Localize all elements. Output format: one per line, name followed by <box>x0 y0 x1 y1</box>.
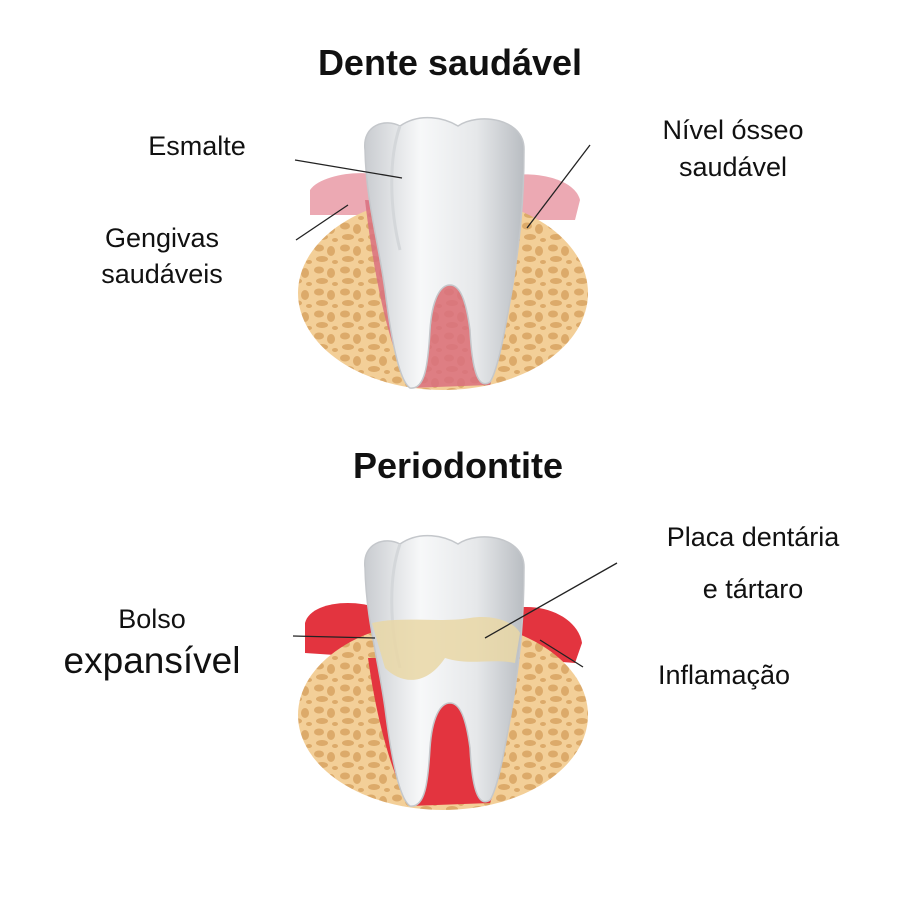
healthy-title: Dente saudável <box>317 42 583 83</box>
leader-lines <box>292 144 618 668</box>
label-plaque-line2: e tártaro <box>702 574 804 604</box>
label-gums-line1: Gengivas <box>104 223 220 253</box>
healthy-gum-left <box>310 173 375 215</box>
label-pocket-line2: expansível <box>63 640 241 681</box>
label-enamel: Esmalte <box>148 131 246 161</box>
periodontitis-tooth-diagram <box>298 534 588 810</box>
tartar-deposit <box>372 617 520 680</box>
label-plaque-line1: Placa dentária <box>666 522 840 552</box>
label-gums-line2: saudáveis <box>101 259 223 289</box>
healthy-gum-right <box>515 174 580 220</box>
label-inflammation: Inflamação <box>657 660 791 690</box>
label-pocket-line1: Bolso <box>118 604 186 634</box>
label-bone-line1: Nível ósseo <box>662 115 804 145</box>
label-bone-line2: saudável <box>678 152 788 182</box>
healthy-tooth-diagram <box>298 116 588 390</box>
periodontitis-title: Periodontite <box>352 445 564 486</box>
